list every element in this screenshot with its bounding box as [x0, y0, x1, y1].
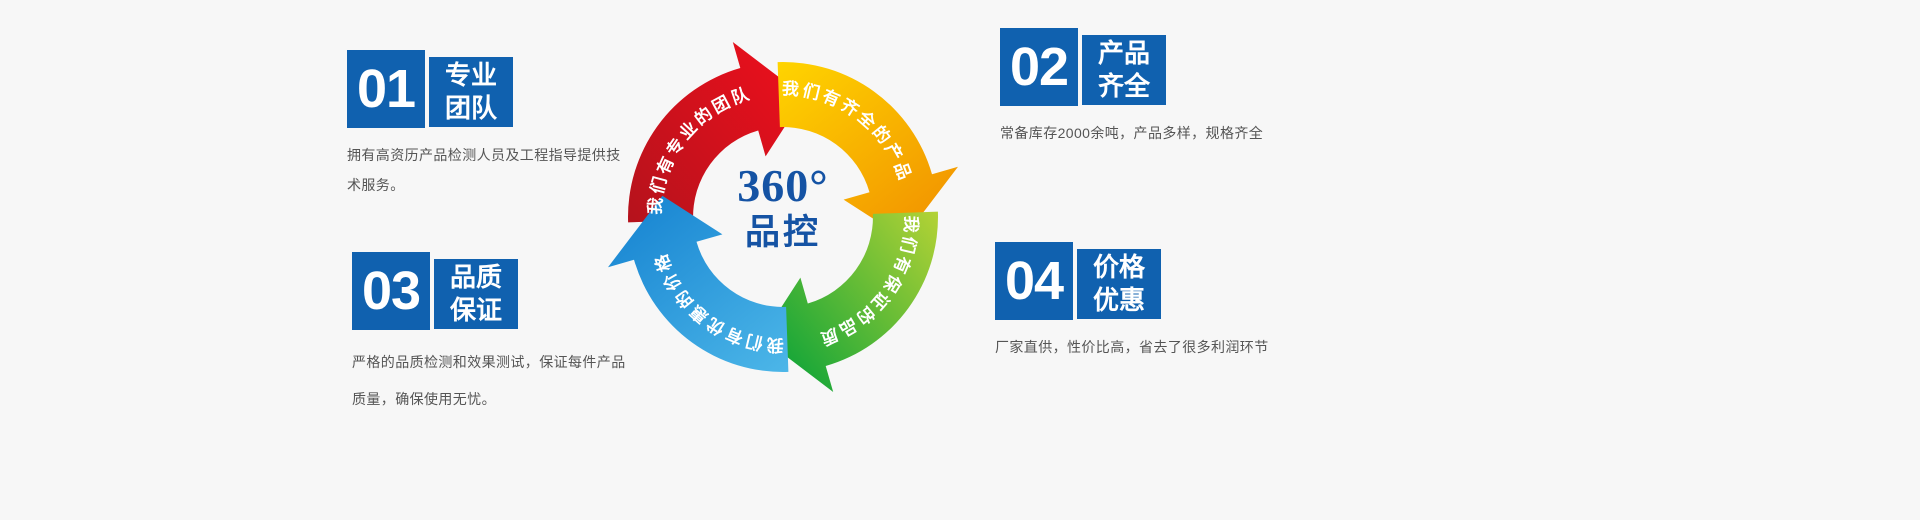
feature-professional-team: 01 专业 团队 拥有高资历产品检测人员及工程指导提供技术服务。 [347, 50, 637, 200]
feature-header: 01 专业 团队 [347, 50, 637, 128]
wheel-center-360: 360° [737, 160, 829, 212]
feature-header: 03 品质 保证 [352, 252, 642, 330]
feature-header: 04 价格 优惠 [995, 242, 1335, 320]
feature-title-professional-team: 专业 团队 [429, 57, 514, 127]
feature-description-complete-products: 常备库存2000余吨，产品多样，规格齐全 [1000, 125, 1264, 141]
wheel-center-label: 360° 品控 [737, 162, 828, 254]
feature-title-line2: 齐全 [1098, 71, 1151, 101]
feature-number-02: 02 [1000, 28, 1078, 106]
feature-title-line1: 品质 [450, 262, 503, 292]
feature-title-quality-assurance: 品质 保证 [434, 259, 519, 329]
feature-title-line1: 产品 [1098, 38, 1151, 68]
circular-arrows-diagram: 我们有专业的团队 我们有齐全的产品 我们有保证的品质 我们有优惠的价格 [608, 42, 958, 392]
feature-title-favorable-price: 价格 优惠 [1077, 249, 1162, 319]
feature-header: 02 产品 齐全 [1000, 28, 1340, 106]
feature-title-line2: 团队 [445, 93, 498, 123]
feature-quality-assurance: 03 品质 保证 严格的品质检测和效果测试，保证每件产品质量，确保使用无忧。 [352, 252, 642, 418]
feature-number-03: 03 [352, 252, 430, 330]
feature-title-line1: 专业 [445, 60, 498, 90]
feature-description-professional-team: 拥有高资历产品检测人员及工程指导提供技术服务。 [347, 147, 621, 193]
feature-title-line1: 价格 [1093, 252, 1146, 282]
feature-description-quality-assurance: 严格的品质检测和效果测试，保证每件产品质量，确保使用无忧。 [352, 354, 626, 407]
wheel-center-pinkong: 品控 [744, 213, 821, 253]
quality-wheel: 我们有专业的团队 我们有齐全的产品 我们有保证的品质 我们有优惠的价格 360°… [563, 0, 1003, 437]
feature-number-04: 04 [995, 242, 1073, 320]
feature-title-line2: 优惠 [1093, 285, 1146, 315]
feature-title-complete-products: 产品 齐全 [1082, 35, 1167, 105]
feature-favorable-price: 04 价格 优惠 厂家直供，性价比高，省去了很多利润环节 [995, 242, 1335, 362]
feature-number-01: 01 [347, 50, 425, 128]
feature-complete-products: 02 产品 齐全 常备库存2000余吨，产品多样，规格齐全 [1000, 28, 1340, 148]
feature-description-favorable-price: 厂家直供，性价比高，省去了很多利润环节 [995, 339, 1269, 355]
feature-title-line2: 保证 [450, 295, 503, 325]
